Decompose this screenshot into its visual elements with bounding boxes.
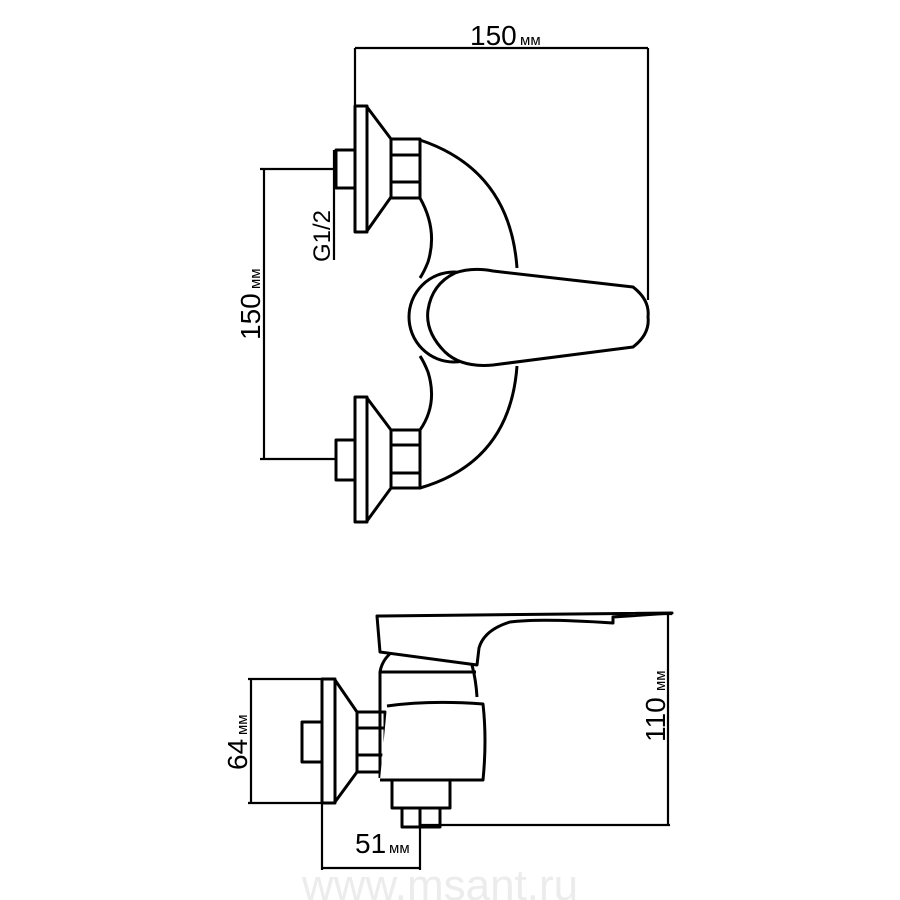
- depth-dimension-unit: мм: [389, 840, 410, 857]
- side-view: 110 мм 64 мм 51 мм: [222, 611, 674, 870]
- lower-connector: [334, 395, 422, 524]
- side-lever: [375, 611, 674, 667]
- width-dimension-value: 150: [470, 20, 517, 51]
- thread-label: G1/2: [309, 150, 336, 262]
- height-dimension-value: 110: [640, 697, 671, 742]
- spacing-dimension-150: 150 мм: [235, 167, 336, 461]
- thread-label-text: G1/2: [309, 210, 336, 262]
- spacing-dimension-value: 150: [235, 293, 266, 340]
- depth-dimension-value: 51: [355, 828, 386, 859]
- flange-dimension-64: 64 мм: [222, 677, 323, 805]
- width-dimension-unit: мм: [520, 32, 541, 49]
- top-view: 150 мм 150 мм G1/2: [235, 20, 650, 524]
- valve-body: [378, 650, 487, 829]
- upper-connector: [334, 104, 422, 234]
- flange-dimension-value: 64: [222, 739, 253, 770]
- watermark: www.msant.ru: [301, 861, 578, 900]
- wall-connector: [300, 677, 387, 805]
- width-dimension-150: 150 мм: [353, 20, 650, 300]
- height-dimension-unit: мм: [652, 670, 669, 691]
- depth-dimension-51: 51 мм: [320, 803, 422, 870]
- lever-handle: [407, 267, 650, 367]
- spacing-dimension-unit: мм: [247, 268, 264, 289]
- flange-dimension-unit: мм: [234, 714, 251, 735]
- mixer-body: [418, 138, 519, 490]
